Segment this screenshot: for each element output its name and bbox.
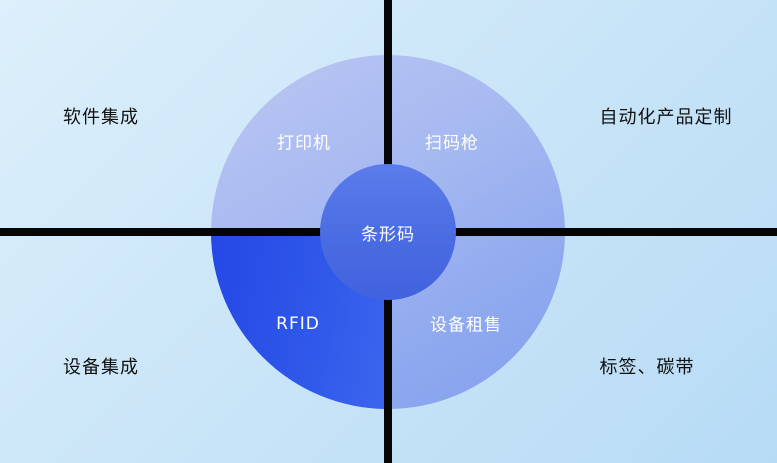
corner-label-software-integration: 软件集成 (63, 107, 139, 128)
corner-label-device-integration: 设备集成 (63, 357, 139, 378)
segment-label-printer: 打印机 (277, 133, 331, 154)
center-circle: 条形码 (320, 164, 456, 300)
center-label: 条形码 (361, 224, 415, 245)
corner-label-automation-customization: 自动化产品定制 (599, 107, 733, 128)
segment-label-scanner: 扫码枪 (425, 133, 479, 154)
segment-label-rfid: RFID (276, 314, 320, 334)
segment-label-rental: 设备租售 (430, 315, 502, 336)
corner-label-labels-ribbons: 标签、碳带 (599, 357, 695, 378)
